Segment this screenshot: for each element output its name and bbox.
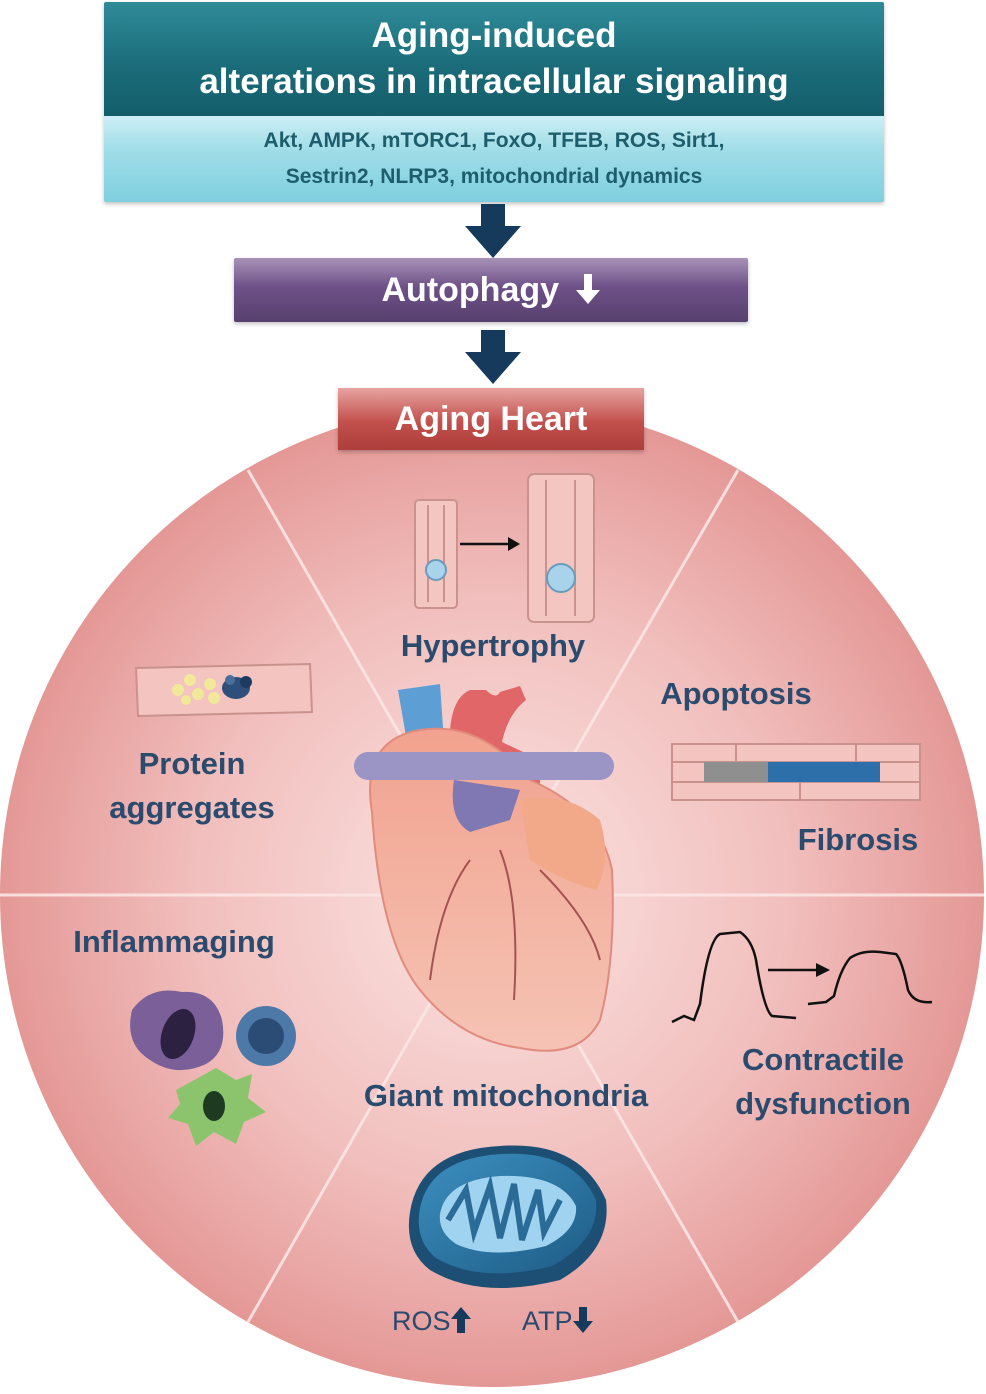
down-arrow-1 [465,204,521,258]
apoptosis-label: Apoptosis [660,676,812,711]
fibrosis-label: Fibrosis [797,822,919,857]
ros-label: ROS [392,1306,451,1336]
protein-aggregates-line1: Protein [138,746,246,781]
signaling-title: Aging-induced alterations in intracellul… [104,2,884,116]
atp-label: ATP [522,1306,573,1336]
signaling-box: Aging-induced alterations in intracellul… [104,2,884,202]
contractile-dysfunction-label: Contractile dysfunction [712,1038,934,1126]
inflammatory-cells-icon [130,990,296,1146]
signaling-title-line2: alterations in intracellular signaling [199,62,789,101]
atp-indicator: ATP [522,1306,593,1337]
protein-aggregates-icon [134,662,314,718]
giant-mitochondria-label: Giant mitochondria [363,1078,649,1113]
down-arrow-icon [572,1307,593,1333]
heart-icon [354,684,614,1052]
hypertrophy-label: Hypertrophy [400,628,586,663]
ros-indicator: ROS [392,1306,471,1337]
protein-aggregates-label: Protein aggregates [88,742,296,830]
aging-heart-label: Aging Heart [394,400,588,438]
mitochondria-icon [408,1145,607,1288]
protein-aggregates-line2: aggregates [109,790,275,825]
fibrosis-tissue-icon [671,743,921,801]
down-arrow-2 [465,330,521,384]
contractile-waves-icon [671,930,933,1024]
inflammaging-label: Inflammaging [73,924,275,959]
contractile-arrow-icon [816,963,830,977]
aging-heart-box: Aging Heart [338,388,644,450]
signaling-title-line1: Aging-induced [371,16,617,55]
signaling-factors-line1: Akt, AMPK, mTORC1, FoxO, TFEB, ROS, Sirt… [263,129,725,152]
autophagy-label: Autophagy [381,271,560,309]
contractile-line1: Contractile [742,1042,904,1077]
contractile-line2: dysfunction [735,1086,911,1121]
down-arrow-icon [575,274,600,304]
signaling-factors-line2: Sestrin2, NLRP3, mitochondrial dynamics [285,165,703,188]
up-arrow-icon [450,1307,471,1333]
autophagy-box: Autophagy [234,258,748,322]
signaling-factors: Akt, AMPK, mTORC1, FoxO, TFEB, ROS, Sirt… [104,116,884,202]
hypertrophy-cells-icon [414,473,595,623]
